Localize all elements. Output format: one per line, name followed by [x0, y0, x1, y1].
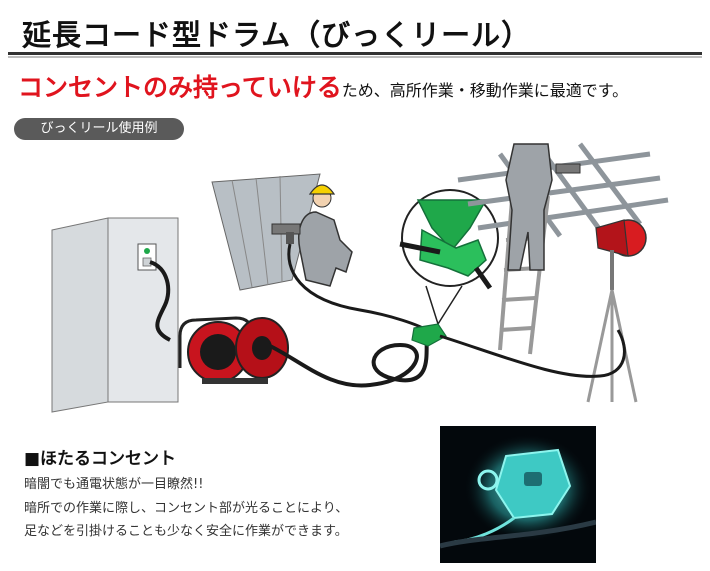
- wall-outlet-icon: [137, 243, 157, 271]
- light-cord: [439, 329, 626, 378]
- steel-panel: [211, 173, 321, 291]
- page-title: 延長コード型ドラム（びっくリール）: [22, 18, 532, 52]
- connector-zoom-callout: [399, 189, 499, 326]
- power-tool-icon: [271, 223, 301, 244]
- title-underline-shadow: [8, 56, 702, 58]
- power-cord: [149, 260, 171, 342]
- usage-illustration: [51, 142, 669, 413]
- headline-rest: ため、高所作業・移動作業に最適です。: [341, 81, 629, 100]
- feature-title: ■ほたるコンセント: [24, 449, 177, 469]
- outlet-connector-icon: [411, 323, 447, 347]
- extension-cord: [267, 330, 432, 388]
- headline-emphasis: コンセントのみ持っていける: [18, 73, 342, 102]
- glowing-outlet-image: [440, 434, 596, 549]
- usage-example-tag: びっくリール使用例: [14, 118, 184, 140]
- standing-worker: [505, 143, 581, 271]
- work-light-icon: [586, 219, 647, 403]
- crouching-worker: [298, 184, 353, 287]
- title-bar: 延長コード型ドラム（びっくリール）: [8, 10, 702, 58]
- headline: コンセントのみ持っていけるため、高所作業・移動作業に最適です。: [18, 68, 628, 104]
- tool-cord: [287, 243, 431, 334]
- cord-reel-icon: [178, 316, 289, 384]
- glowing-outlet-photo: [440, 426, 596, 563]
- feature-line-1: 暗闇でも通電状態が一目瞭然!!: [24, 477, 204, 492]
- feature-line-2: 暗所での作業に際し、コンセント部が光ることにより、: [24, 501, 349, 516]
- feature-line-3: 足などを引掛けることも少なく安全に作業ができます。: [24, 524, 348, 539]
- title-underline: [8, 52, 702, 55]
- roof-frame: [457, 142, 669, 238]
